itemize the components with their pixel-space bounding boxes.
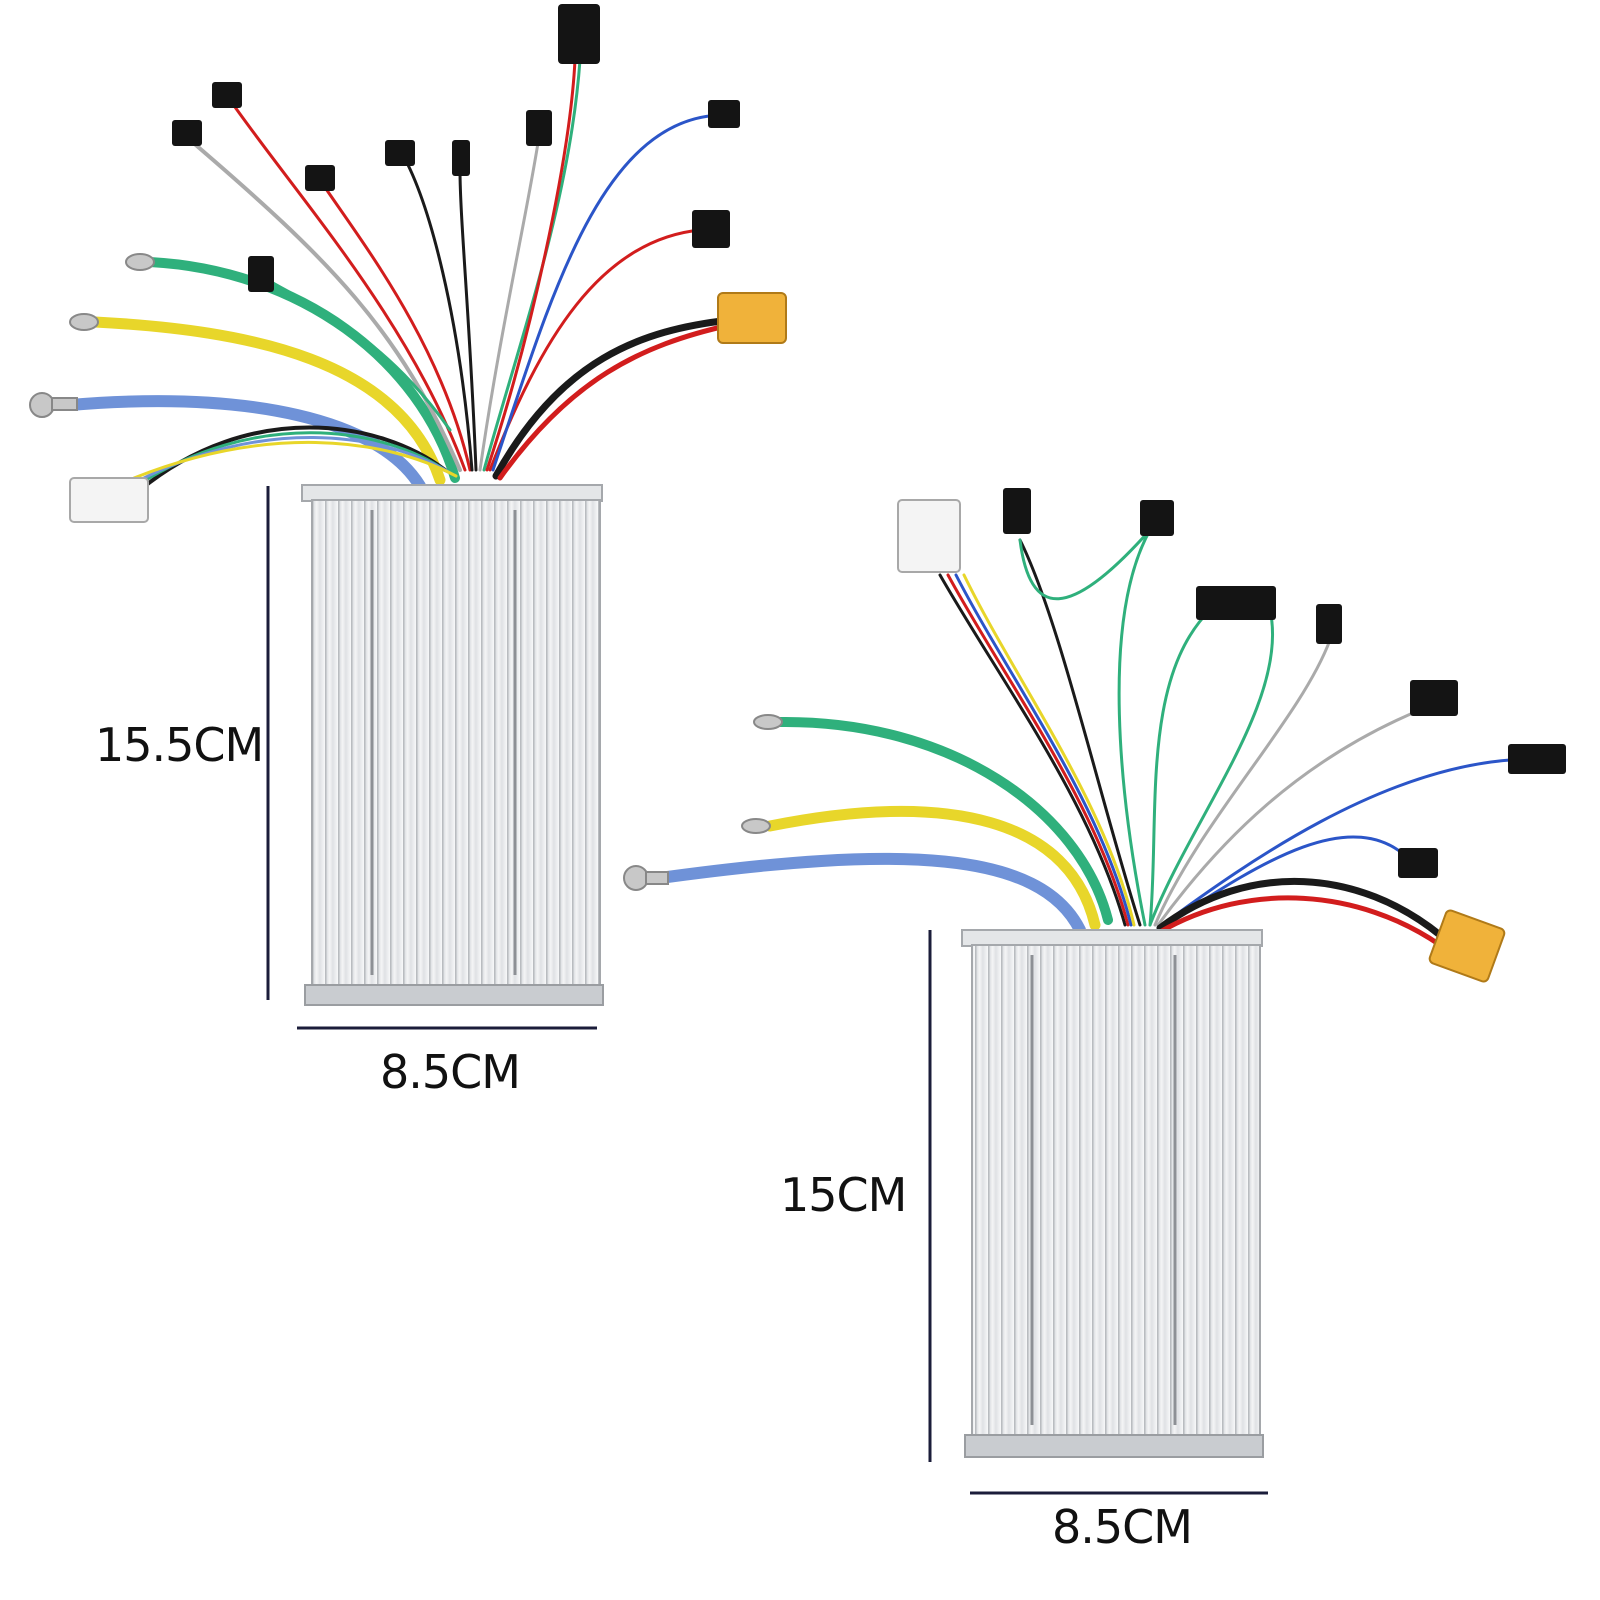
- controller-b-housing: [961, 929, 1264, 1458]
- controller-b-height-label: 15CM: [780, 1168, 907, 1222]
- controller-a-width-label: 8.5CM: [380, 1045, 521, 1099]
- controller-a-wiring: [64, 58, 734, 492]
- controller-b-ring-terminals: [623, 714, 783, 891]
- controller-b-width-label: 8.5CM: [1052, 1500, 1193, 1554]
- controller-a: [29, 4, 787, 1030]
- controller-b-xt60-connector: [1428, 909, 1506, 983]
- controller-b-white-plug: [897, 499, 961, 573]
- controller-a-xt60-connector: [717, 292, 787, 344]
- controller-a-connectors: [172, 4, 740, 292]
- controller-a-height-label: 15.5CM: [95, 718, 264, 772]
- controller-a-housing: [301, 484, 604, 1006]
- controller-b-wiring: [654, 528, 1512, 948]
- controller-b: [623, 488, 1566, 1495]
- controller-a-white-plug: [69, 477, 149, 523]
- controller-a-ring-terminals: [29, 253, 155, 418]
- controller-b-connectors: [1003, 488, 1566, 878]
